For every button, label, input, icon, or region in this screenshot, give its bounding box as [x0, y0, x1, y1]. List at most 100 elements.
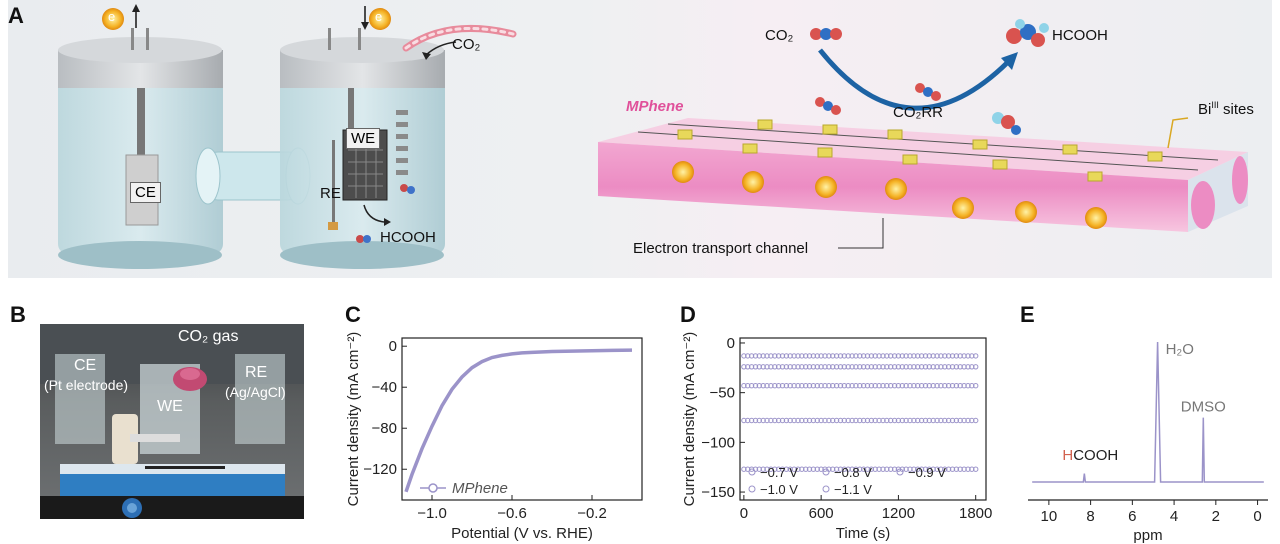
data-point	[795, 353, 801, 359]
data-point	[857, 466, 863, 472]
data-point	[779, 364, 786, 370]
x-axis-label: Time (s)	[836, 525, 890, 542]
data-point	[822, 417, 828, 424]
data-point	[949, 353, 956, 359]
data-point	[957, 417, 963, 424]
ce-subtitle: (Pt electrode)	[44, 377, 129, 393]
data-point	[965, 383, 971, 389]
data-point	[799, 466, 805, 472]
data-point	[857, 417, 863, 424]
x-tick-label: 10	[1041, 508, 1058, 525]
data-point	[880, 417, 886, 424]
data-point	[756, 383, 763, 389]
data-point	[741, 383, 747, 389]
data-point	[760, 364, 766, 370]
data-point	[922, 466, 929, 472]
data-point	[787, 417, 793, 424]
panel-a: A CE WE RE HCOOH CO₂ e e CO₂ HCOOH CO₂RR…	[8, 0, 1272, 278]
x-tick-label: 1800	[959, 505, 992, 522]
data-point	[907, 417, 913, 424]
y-axis-label: Current density (mA cm⁻²)	[681, 332, 698, 507]
data-point	[752, 353, 759, 359]
data-point	[949, 466, 956, 472]
data-point	[799, 383, 805, 389]
x-tick-label: 2	[1212, 508, 1220, 525]
x-tick-label: 0	[740, 505, 748, 522]
data-point	[915, 364, 921, 370]
setup-photo-illustration	[40, 324, 304, 519]
data-point	[922, 364, 929, 370]
mphene-slab	[598, 118, 1248, 232]
series-points	[741, 383, 979, 389]
y-tick-label: −40	[372, 379, 397, 396]
data-point	[745, 364, 751, 370]
data-point	[760, 466, 766, 472]
legend-label: −1.1 V	[834, 482, 872, 497]
data-point	[799, 364, 805, 370]
y-tick-label: −80	[372, 420, 397, 437]
data-point	[806, 364, 813, 370]
data-point	[779, 466, 786, 472]
ce-label: CE	[74, 357, 97, 374]
data-point	[826, 383, 832, 389]
data-point	[845, 417, 851, 424]
data-point	[756, 353, 763, 359]
data-point	[764, 364, 770, 370]
data-point	[934, 353, 940, 359]
data-point	[930, 466, 936, 472]
data-point	[826, 364, 832, 370]
data-point	[942, 353, 948, 359]
plot-frame	[401, 337, 643, 501]
data-point	[783, 383, 790, 389]
data-point	[756, 417, 763, 424]
peak-label-dmso: DMSO	[1181, 399, 1226, 416]
legend-label: −0.9 V	[908, 465, 946, 480]
data-point	[915, 417, 921, 424]
data-point	[752, 383, 759, 389]
data-point	[922, 353, 929, 359]
data-point	[864, 417, 871, 424]
data-point	[934, 466, 940, 472]
data-point	[884, 364, 890, 370]
data-point	[857, 353, 863, 359]
data-point	[864, 383, 871, 389]
data-point	[891, 364, 898, 370]
data-point	[826, 417, 832, 424]
data-point	[880, 364, 886, 370]
data-point	[830, 383, 836, 389]
data-point	[891, 383, 898, 389]
data-point	[803, 364, 809, 370]
data-point	[837, 364, 844, 370]
data-point	[803, 383, 809, 389]
data-point	[741, 417, 747, 424]
data-point	[795, 417, 801, 424]
data-point	[868, 383, 875, 389]
data-point	[745, 353, 751, 359]
data-point	[907, 466, 913, 472]
data-point	[915, 353, 921, 359]
data-point	[872, 383, 878, 389]
data-point	[872, 353, 878, 359]
right-cell	[280, 28, 445, 269]
data-point	[783, 364, 790, 370]
x-axis-label: ppm	[1133, 527, 1162, 544]
panel-label: E	[1020, 302, 1035, 327]
data-point	[841, 383, 848, 389]
data-point	[830, 353, 836, 359]
data-point	[934, 417, 940, 424]
data-point	[965, 364, 971, 370]
data-point	[957, 383, 963, 389]
data-point	[949, 364, 956, 370]
data-point	[803, 466, 809, 472]
data-point	[783, 466, 790, 472]
data-point	[822, 364, 828, 370]
data-point	[934, 364, 940, 370]
data-point	[868, 364, 875, 370]
data-point	[841, 353, 848, 359]
data-point	[822, 353, 828, 359]
data-point	[973, 353, 979, 359]
data-point	[973, 466, 979, 472]
data-point	[814, 353, 821, 359]
